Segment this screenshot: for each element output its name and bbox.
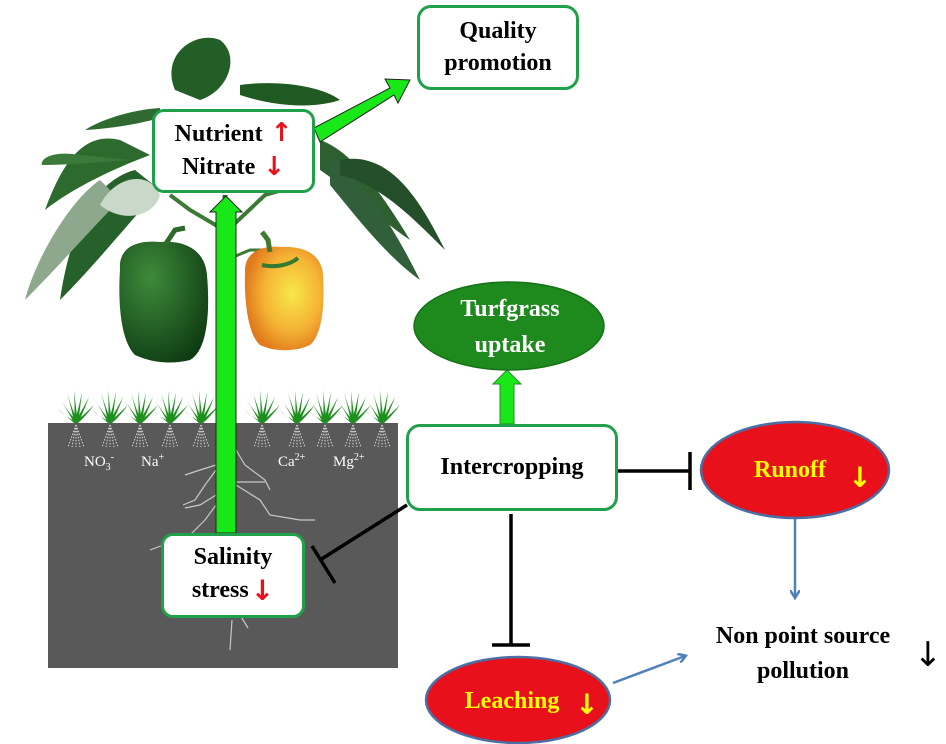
intercropping-box: Intercropping xyxy=(406,424,618,511)
yellow-pepper xyxy=(244,246,324,351)
turfgrass-tuft xyxy=(57,390,94,448)
stress-row: stress ↓ xyxy=(192,573,274,609)
leaching-label: Leaching xyxy=(465,688,560,714)
turfgrass-uptake-ellipse xyxy=(413,281,605,371)
quality-line2: promotion xyxy=(444,49,552,76)
inhibit-intercropping-runoff xyxy=(618,452,692,490)
nutrient-row: Nutrient ↑ xyxy=(175,117,293,151)
runoff-ellipse xyxy=(699,420,891,520)
salinity-stress-box: Salinity stress ↓ xyxy=(161,533,305,618)
turfgrass-tuft xyxy=(182,390,219,448)
ion-sup: 2+ xyxy=(353,452,365,463)
quality-line1: Quality xyxy=(459,18,537,45)
leaf xyxy=(340,158,445,250)
nitrate-row: Nitrate ↓ xyxy=(182,151,285,185)
arrow-intercropping-to-turfgrass xyxy=(491,369,523,425)
stress-label: stress xyxy=(191,577,249,604)
inhibit-intercropping-salinity xyxy=(310,503,408,584)
ion-base: Na xyxy=(141,454,159,470)
nutrient-nitrate-box: Nutrient ↑ Nitrate ↓ xyxy=(152,109,315,193)
ion-nitrate: NO3- xyxy=(84,452,114,473)
inhibit-intercropping-leaching xyxy=(492,514,530,647)
runoff-label: Runoff xyxy=(754,457,827,483)
ion-base: Ca xyxy=(278,454,295,470)
leaf xyxy=(100,178,160,216)
leaf xyxy=(330,160,420,280)
arrow-leaching-to-pollution xyxy=(612,656,685,685)
turfgrass-tuft xyxy=(151,390,188,448)
salinity-decrease-icon: ↓ xyxy=(250,573,275,607)
turfgrass-tuft xyxy=(278,390,315,448)
pollution-line1: Non point source xyxy=(716,623,891,649)
pollution-line2: pollution xyxy=(757,658,849,684)
quality-promotion-box: Quality promotion xyxy=(417,5,579,90)
turfgrass-tuft xyxy=(334,390,371,448)
turfgrass-row xyxy=(57,390,400,448)
green-pepper xyxy=(119,241,209,363)
ion-base: Mg xyxy=(333,454,354,470)
turfgrass-line1: Turfgrass xyxy=(460,296,559,322)
nutrient-increase-icon: ↑ xyxy=(270,118,293,149)
leaf xyxy=(85,108,160,130)
leaf xyxy=(25,180,120,300)
turfgrass-line2: uptake xyxy=(475,332,546,358)
turfgrass-tuft xyxy=(243,390,280,448)
pepper-plant xyxy=(25,37,445,420)
ion-sub: 3 xyxy=(105,462,111,473)
turfgrass-tuft xyxy=(121,390,158,448)
leaf xyxy=(41,153,131,165)
leaching-ellipse xyxy=(424,655,612,744)
ion-sup: - xyxy=(110,452,115,463)
runoff-decrease-icon: ↓ xyxy=(848,461,871,494)
leaf xyxy=(45,138,150,210)
turfgrass-tuft xyxy=(91,390,128,448)
nitrate-label: Nitrate xyxy=(181,154,256,181)
salinity-label: Salinity xyxy=(193,543,273,570)
leaching-decrease-icon: ↓ xyxy=(575,688,598,721)
ion-sup: + xyxy=(158,452,165,463)
leaf xyxy=(240,83,340,106)
ion-magnesium: Mg2+ xyxy=(333,452,364,471)
ion-sup: 2+ xyxy=(294,452,306,463)
leaf xyxy=(171,37,231,100)
turfgrass-tuft xyxy=(363,390,400,448)
ion-base: NO xyxy=(84,454,106,470)
arrow-salinity-to-nutrient xyxy=(208,195,244,534)
nutrient-label: Nutrient xyxy=(174,120,263,147)
arrow-nutrient-to-quality xyxy=(313,78,411,143)
ion-sodium: Na+ xyxy=(141,452,164,471)
intercropping-label: Intercropping xyxy=(440,453,584,480)
nitrate-decrease-icon: ↓ xyxy=(263,152,286,182)
ion-calcium: Ca2+ xyxy=(278,452,305,471)
turfgrass-tuft xyxy=(306,390,343,448)
pollution-decrease-icon: ↓ xyxy=(914,635,943,675)
